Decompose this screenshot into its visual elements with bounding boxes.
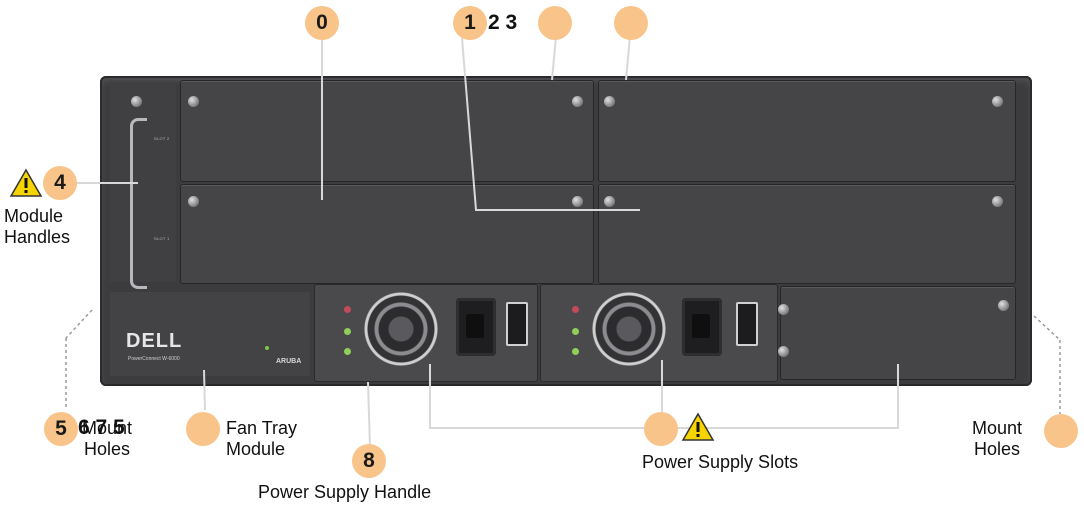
screw xyxy=(778,346,789,357)
psu1-power-inlet[interactable] xyxy=(456,298,496,356)
psu1-fan xyxy=(364,292,438,366)
screw xyxy=(131,96,142,107)
module-slot-top-right[interactable] xyxy=(598,80,1016,182)
callout-8: 8 xyxy=(352,444,386,478)
screw xyxy=(778,304,789,315)
module-handles-label: Module Handles xyxy=(4,206,71,247)
dell-logo: DELL xyxy=(126,330,183,352)
callout-4: 4 xyxy=(43,166,77,200)
callout-blank xyxy=(538,6,572,40)
screw xyxy=(992,196,1003,207)
callout-0: 0 xyxy=(305,6,339,40)
power-supply-handle-label: Power Supply Handle xyxy=(258,482,432,502)
callout-5: 5 xyxy=(44,412,78,446)
psu2-power-inlet[interactable] xyxy=(682,298,722,356)
module-slot-bottom-right[interactable] xyxy=(598,184,1016,284)
power-supply-slots-label: Power Supply Slots xyxy=(642,452,799,472)
callout-blank xyxy=(1044,414,1078,448)
callout-digits-top: 2 3 xyxy=(488,11,518,34)
fan-tray-module[interactable] xyxy=(110,292,310,376)
psu2-led-green xyxy=(572,348,579,355)
warning-icon xyxy=(9,168,43,197)
callout-blank xyxy=(644,412,678,446)
screw xyxy=(572,96,583,107)
status-led xyxy=(265,346,269,350)
screw xyxy=(188,196,199,207)
callout-1: 1 xyxy=(453,6,487,40)
model-name: PowerConnect W-6000 xyxy=(128,356,180,362)
module-handle[interactable] xyxy=(130,118,147,289)
module-slot-top-left[interactable] xyxy=(180,80,594,182)
leader-line-2 xyxy=(551,35,557,81)
mount-holes-right-label: Mount Holes xyxy=(972,418,1023,459)
aruba-logo: ARUBA xyxy=(276,358,302,365)
screw xyxy=(992,96,1003,107)
leader-line-3 xyxy=(625,35,631,81)
fan-tray-label: Fan Tray Module xyxy=(226,418,298,459)
slot-label-top: SLOT 2 xyxy=(154,136,170,141)
callout-blank xyxy=(614,6,648,40)
screw xyxy=(604,96,615,107)
mount-dash-right-1 xyxy=(1033,315,1061,341)
screw xyxy=(188,96,199,107)
leader-line-fan-tray xyxy=(203,369,206,411)
psu2-led-green xyxy=(572,328,579,335)
psu1-power-switch[interactable] xyxy=(506,302,528,346)
psu2-fan xyxy=(592,292,666,366)
slot-label-bottom: SLOT 1 xyxy=(154,236,170,241)
psu2-led-red xyxy=(572,306,579,313)
mount-dash-left-1 xyxy=(65,309,93,339)
callout-blank xyxy=(186,412,220,446)
psu2-power-switch[interactable] xyxy=(736,302,758,346)
leader-line-1 xyxy=(461,37,640,211)
mount-holes-left-label: Mount Holes xyxy=(82,418,133,459)
psu1-led-green xyxy=(344,348,351,355)
screw xyxy=(604,196,615,207)
psu1-led-red xyxy=(344,306,351,313)
screw xyxy=(572,196,583,207)
screw xyxy=(998,300,1009,311)
callout-digits-bottom: 6 7 5 xyxy=(78,416,125,439)
leader-line-8 xyxy=(367,381,371,449)
module-slot-bottom-left[interactable] xyxy=(180,184,594,284)
psu1-led-green xyxy=(344,328,351,335)
warning-icon xyxy=(681,412,715,441)
